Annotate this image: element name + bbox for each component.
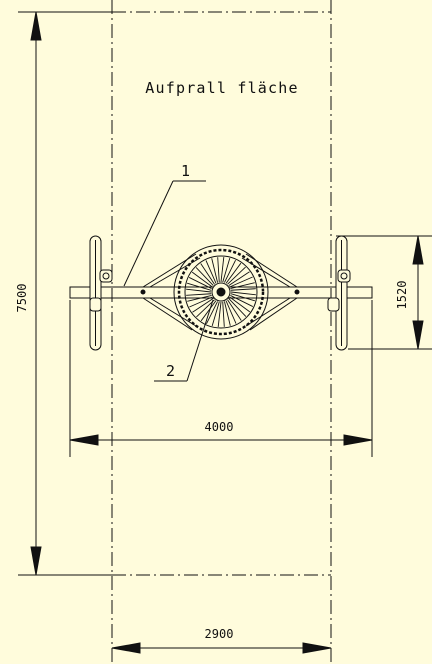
wheel-spoke: [223, 301, 231, 326]
wheel-spoke: [196, 299, 215, 318]
wheel-spoke: [187, 294, 212, 302]
wheel-spoke: [229, 296, 251, 313]
dimension-total-width: [69, 300, 373, 457]
dimension-area-width: [111, 642, 332, 654]
dimension-seat-span: [336, 235, 432, 350]
wheel-spoke: [222, 258, 231, 283]
seat-left: [89, 235, 113, 351]
callout-1-label: 1: [181, 162, 190, 180]
wheel-spoke: [186, 293, 212, 296]
wheel-spoke: [200, 300, 217, 322]
wheel-spoke: [230, 288, 256, 291]
wheel-spoke: [217, 301, 222, 327]
wheel-spoke: [191, 271, 213, 288]
impact-area-label: Aufprall fläche: [145, 79, 298, 97]
wheel-spoke: [186, 288, 212, 293]
wheel-spoke: [224, 259, 236, 283]
wheel-spoke: [211, 301, 220, 326]
wheel-spoke: [200, 263, 215, 285]
dimension-area-width-label: 2900: [205, 627, 234, 641]
seat-right: [327, 235, 351, 351]
wheel-spoke: [187, 282, 212, 291]
wheel-spoke: [211, 258, 219, 283]
wheel-spoke: [230, 293, 255, 302]
wheel-spoke: [188, 277, 212, 289]
callout-2: [154, 299, 214, 382]
wheel-spoke: [217, 257, 220, 283]
wheel-spoke: [228, 271, 250, 286]
callout-1: [123, 180, 206, 287]
wheel-spoke: [230, 295, 254, 307]
wheel-spoke: [205, 260, 217, 284]
wheel-spoke: [230, 291, 256, 296]
wheel-spoke: [206, 301, 218, 325]
wheel-spoke: [230, 282, 255, 290]
wheel-spokes: [186, 257, 256, 327]
central-wheel: [173, 244, 269, 340]
callout-2-label: 2: [166, 362, 175, 380]
dimension-total-width-label: 4000: [205, 420, 234, 434]
dimension-total-height: [18, 11, 112, 576]
wheel-spoke: [222, 301, 225, 327]
wheel-spoke: [220, 257, 225, 283]
wheel-spoke: [225, 262, 242, 284]
dimension-seat-span-label: 1520: [395, 281, 409, 310]
wheel-spoke: [195, 267, 214, 286]
wheel-spoke: [225, 300, 237, 324]
wheel-spoke: [192, 298, 214, 313]
wheel-spoke: [228, 298, 247, 317]
wheel-spoke: [229, 276, 253, 288]
wheel-spoke: [227, 266, 246, 285]
wheel-spoke: [227, 299, 242, 321]
dimension-total-height-label: 7500: [15, 284, 29, 313]
wheel-spoke: [189, 296, 213, 308]
impact-area: [111, 0, 332, 664]
